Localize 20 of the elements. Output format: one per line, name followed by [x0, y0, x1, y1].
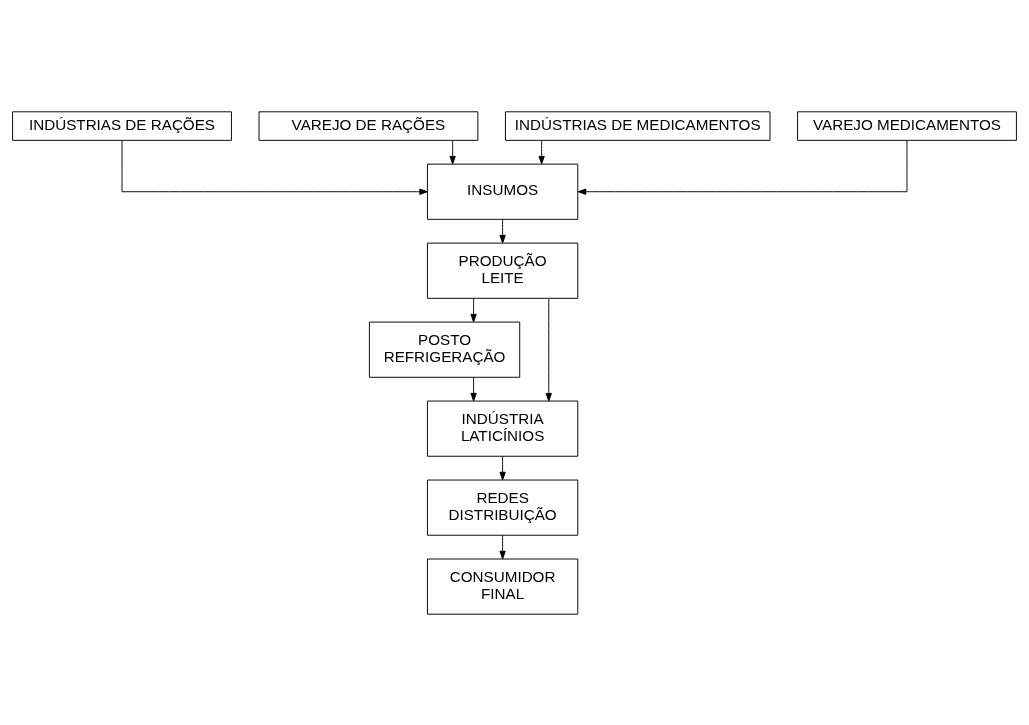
- arrow: [499, 455, 506, 480]
- arrow: [121, 139, 428, 195]
- node-box: VAREJO MEDICAMENTOS: [797, 110, 1017, 141]
- node-box: VAREJO DE RAÇÕES: [258, 110, 479, 141]
- arrow: [577, 139, 908, 195]
- arrow: [470, 376, 477, 401]
- node-box: POSTO REFRIGERAÇÃO: [368, 321, 521, 378]
- node-box: INDÚSTRIAS DE MEDICAMENTOS: [505, 110, 771, 141]
- arrow: [499, 534, 506, 559]
- arrow: [538, 139, 545, 164]
- node-box: INSUMOS: [426, 163, 579, 220]
- node-box: INDÚSTRIA LATICÍNIOS: [426, 400, 579, 457]
- arrow: [545, 297, 552, 402]
- arrow: [449, 139, 456, 164]
- node-box: REDES DISTRIBUIÇÃO: [426, 479, 579, 536]
- node-box: CONSUMIDOR FINAL: [426, 558, 579, 615]
- arrow: [470, 297, 477, 322]
- node-box: PRODUÇÃO LEITE: [426, 242, 579, 299]
- arrow: [499, 218, 506, 243]
- node-box: INDÚSTRIAS DE RAÇÕES: [12, 110, 232, 141]
